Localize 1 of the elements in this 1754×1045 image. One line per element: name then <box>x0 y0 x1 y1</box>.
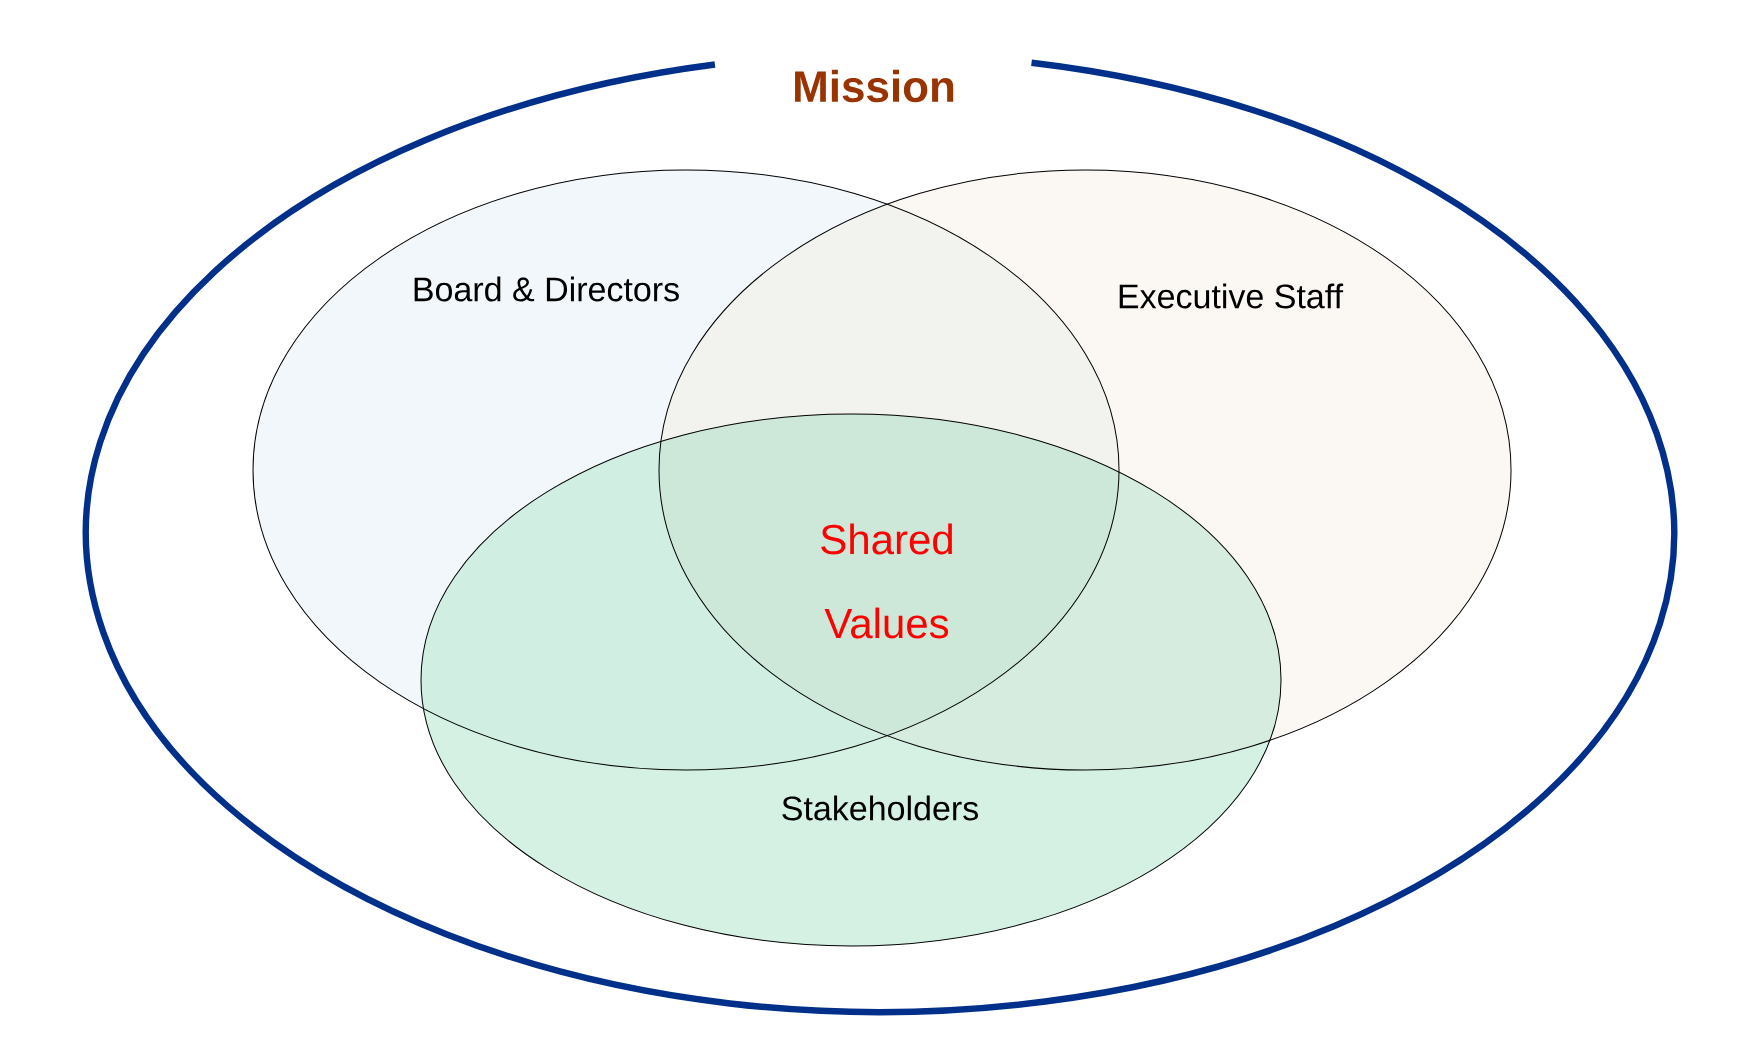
center-label: Shared Values <box>821 523 952 639</box>
